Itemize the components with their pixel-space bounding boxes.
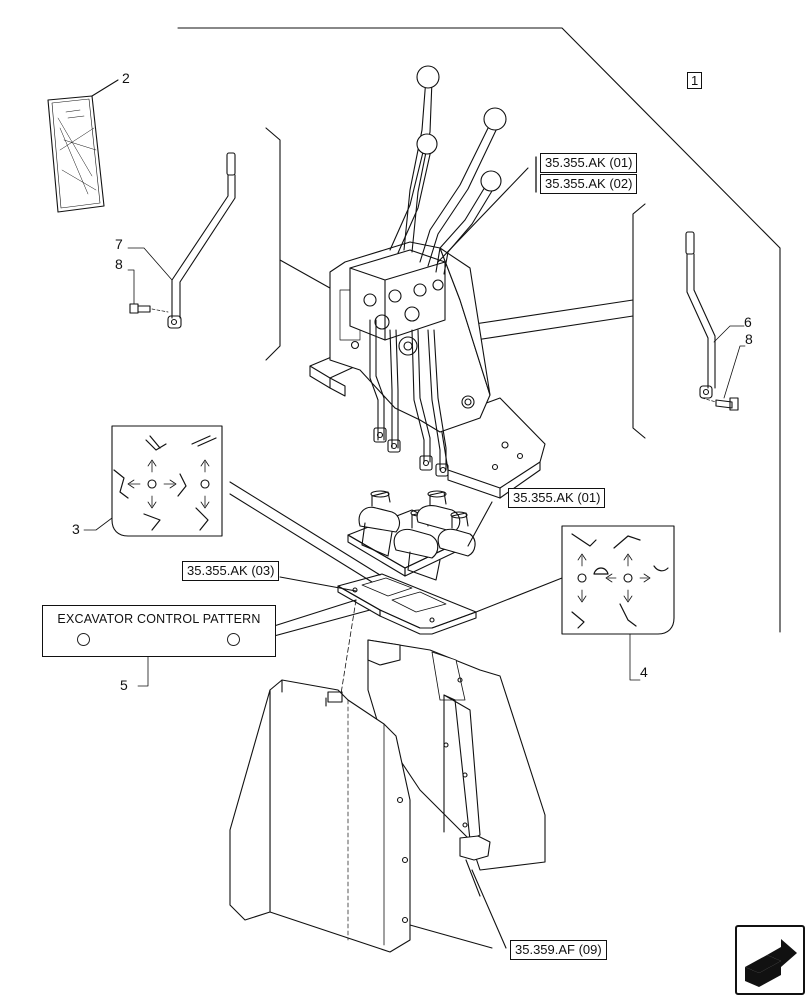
excavator-control-pattern-label: EXCAVATOR CONTROL PATTERN xyxy=(42,605,276,657)
left-bolt xyxy=(127,269,169,314)
control-pattern-decal-right xyxy=(561,525,675,681)
callout-item-3: 3 xyxy=(72,521,80,537)
left-linkage-rod xyxy=(127,152,236,329)
next-page-button[interactable] xyxy=(735,925,805,995)
right-bolt xyxy=(701,345,746,411)
control-valve-assembly xyxy=(309,65,546,499)
assembly-bracket-line xyxy=(177,27,781,633)
reference-35-355-ak-01-top[interactable]: 35.355.AK (01) xyxy=(540,153,638,173)
decal-title: EXCAVATOR CONTROL PATTERN xyxy=(57,612,261,626)
reference-35-359-af-09[interactable]: 35.359.AF (09) xyxy=(510,940,607,960)
callout-item-8-right: 8 xyxy=(745,331,753,347)
callout-item-1: 1 xyxy=(687,72,703,89)
lever-boots xyxy=(347,490,493,581)
control-pattern-decal-left xyxy=(83,425,223,537)
callout-item-4: 4 xyxy=(640,664,648,680)
callout-item-6: 6 xyxy=(744,314,752,330)
callout-item-5: 5 xyxy=(120,677,128,693)
right-linkage-rod xyxy=(685,231,745,399)
reference-leaders xyxy=(137,156,537,687)
reference-35-355-ak-03[interactable]: 35.355.AK (03) xyxy=(182,561,280,581)
callout-item-8-left: 8 xyxy=(115,256,123,272)
cover-plate xyxy=(229,481,563,701)
mounting-hole-right xyxy=(227,633,240,646)
operator-manual xyxy=(47,79,119,213)
reference-35-355-ak-01-mid[interactable]: 35.355.AK (01) xyxy=(508,488,606,508)
mounting-hole-left xyxy=(77,633,90,646)
reference-35-355-ak-02[interactable]: 35.355.AK (02) xyxy=(540,174,638,194)
callout-item-2: 2 xyxy=(122,70,130,86)
pedestal-console xyxy=(229,639,546,953)
callout-item-7: 7 xyxy=(115,236,123,252)
next-page-arrow-icon xyxy=(745,939,797,987)
